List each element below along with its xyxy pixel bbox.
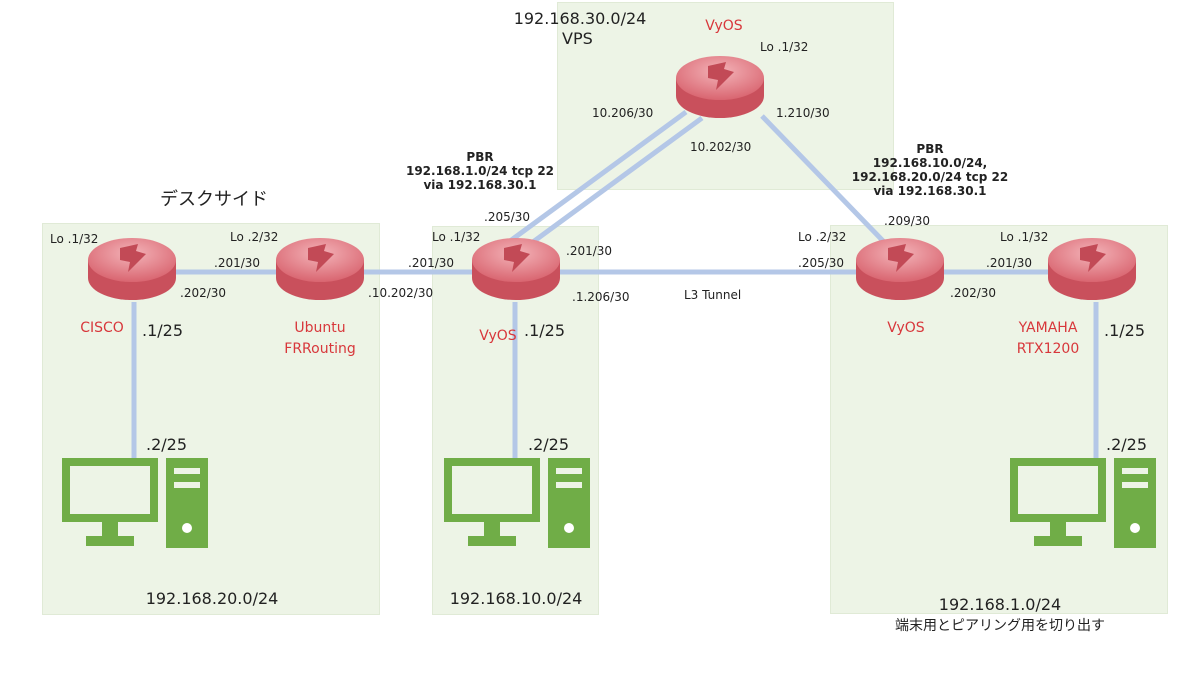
if-pc-mid: .2/25 (528, 435, 570, 454)
if-vyos-mid-lan: .1/25 (524, 321, 566, 340)
router-ubuntu[interactable] (272, 232, 368, 310)
if-yamaha-201: .201/30 (986, 256, 1033, 270)
router-icon (1048, 238, 1136, 300)
if-vyos-right-202: .202/30 (950, 286, 997, 300)
pbr-right: PBR 192.168.10.0/24, 192.168.20.0/24 tcp… (852, 142, 1008, 198)
link-vps-mid-a (504, 109, 688, 247)
pbr-left-line1: 192.168.1.0/24 tcp 22 (405, 164, 555, 178)
if-pc-right: .2/25 (1106, 435, 1148, 454)
pc-right[interactable] (1010, 458, 1158, 550)
router-vyos-vps-loopback: Lo .1/32 (760, 40, 809, 54)
router-icon (676, 56, 764, 118)
desktop-computer-icon (444, 458, 590, 548)
router-icon (856, 238, 944, 300)
zone-vyos-lan-network: 192.168.10.0/24 (449, 589, 583, 608)
if-vyos-mid-201-left: .201/30 (408, 256, 455, 270)
if-yamaha-lan: .1/25 (1104, 321, 1146, 340)
pbr-right-line1: 192.168.10.0/24, (872, 156, 988, 170)
router-yamaha-loopback: Lo .1/32 (1000, 230, 1049, 244)
if-vps-10206: 10.206/30 (592, 106, 654, 120)
router-ubuntu-loopback: Lo .2/32 (230, 230, 279, 244)
tunnel-label: L3 Tunnel (684, 288, 742, 302)
router-cisco-loopback: Lo .1/32 (50, 232, 99, 246)
if-vyos-mid-1206: .1.206/30 (572, 290, 630, 304)
pbr-left-title: PBR (466, 150, 494, 164)
router-vyos-vps-name: VyOS (705, 18, 743, 34)
zone-vps-network: 192.168.30.0/24 (513, 9, 647, 28)
pbr-right-title: PBR (916, 142, 944, 156)
router-yamaha-name-1: YAMAHA (1018, 320, 1078, 336)
pc-left[interactable] (62, 458, 210, 550)
if-ubuntu-10202: .10.202/30 (368, 286, 434, 300)
pc-mid[interactable] (444, 458, 592, 550)
router-yamaha[interactable] (1044, 232, 1140, 310)
router-vyos-right-name: VyOS (887, 320, 925, 336)
if-vps-10202: 10.202/30 (690, 140, 752, 154)
pbr-left: PBR 192.168.1.0/24 tcp 22 via 192.168.30… (406, 150, 554, 192)
router-vyos-right[interactable] (852, 232, 948, 310)
pbr-right-line2: 192.168.20.0/24 tcp 22 (851, 170, 1009, 184)
if-vyos-mid-201-right: .201/30 (566, 244, 613, 258)
router-yamaha-name-2: RTX1200 (1016, 341, 1080, 357)
router-vyos-right-loopback: Lo .2/32 (798, 230, 847, 244)
zone-deskside-network: 192.168.20.0/24 (145, 589, 279, 608)
router-icon (472, 238, 560, 300)
router-cisco[interactable] (84, 232, 180, 310)
desktop-computer-icon (62, 458, 208, 548)
zone-right-network: 192.168.1.0/24 (938, 595, 1062, 614)
pbr-left-line2: via 192.168.30.1 (423, 178, 537, 192)
router-vyos-mid[interactable] (468, 232, 564, 310)
zone-deskside-label: デスクサイド (160, 189, 268, 210)
router-icon (276, 238, 364, 300)
router-vyos-mid-name: VyOS (479, 328, 517, 344)
if-ubuntu-201: .201/30 (214, 256, 261, 270)
router-vyos-mid-loopback: Lo .1/32 (432, 230, 481, 244)
if-vps-1210: 1.210/30 (776, 106, 830, 120)
if-vyos-right-205: .205/30 (798, 256, 845, 270)
pbr-right-line3: via 192.168.30.1 (873, 184, 987, 198)
desktop-computer-icon (1010, 458, 1156, 548)
if-pc-left: .2/25 (146, 435, 188, 454)
router-vyos-vps[interactable] (672, 50, 768, 128)
router-ubuntu-name-2: FRRouting (284, 341, 356, 357)
zone-right-note: 端末用とピアリング用を切り出す (895, 618, 1105, 634)
link-vps-mid-b (520, 115, 704, 253)
router-icon (88, 238, 176, 300)
link-vps-right (760, 114, 888, 246)
if-cisco-lan: .1/25 (142, 321, 184, 340)
if-vyos-mid-205: .205/30 (484, 210, 531, 224)
zone-vps-label: VPS (562, 29, 593, 48)
if-cisco-202: .202/30 (180, 286, 227, 300)
if-vyos-right-209: .209/30 (884, 214, 931, 228)
router-cisco-name: CISCO (80, 320, 124, 336)
router-ubuntu-name-1: Ubuntu (294, 320, 346, 336)
